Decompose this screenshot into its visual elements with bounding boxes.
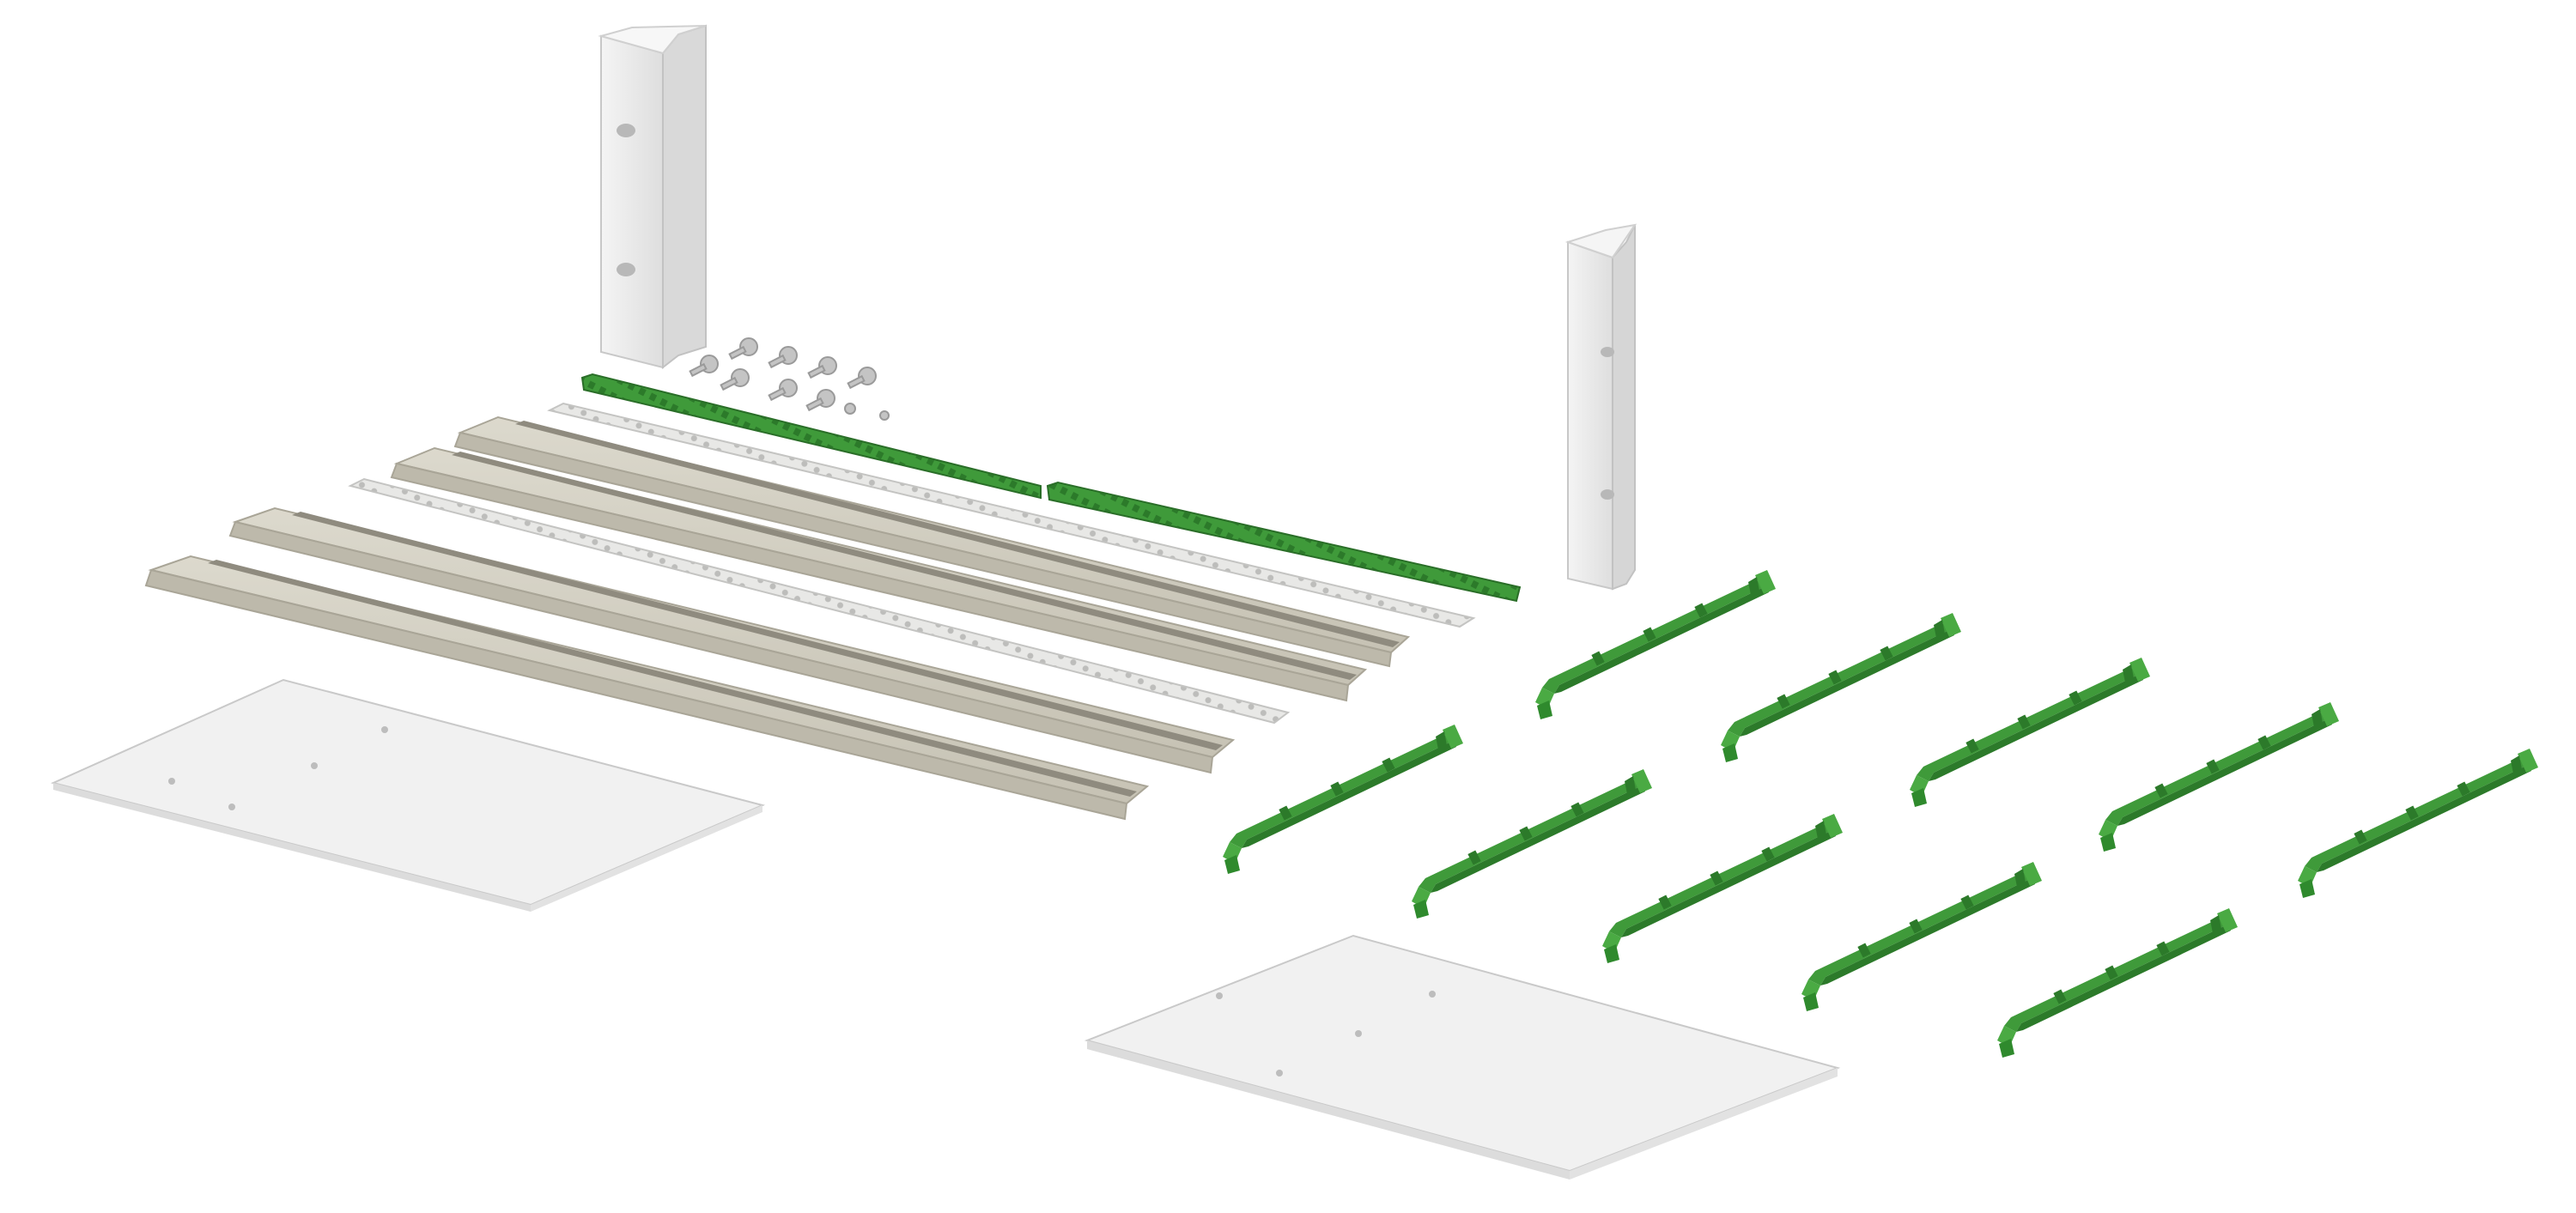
card-guide-3	[1910, 658, 2150, 807]
horizontal-rail-1	[453, 415, 1411, 668]
card-guide-6	[1223, 725, 1463, 874]
screw	[728, 337, 758, 361]
card-guide-8	[1602, 814, 1843, 963]
cover-panel-left	[50, 678, 766, 912]
card-guide-7	[1412, 769, 1652, 919]
screw	[847, 367, 877, 390]
screw	[689, 355, 719, 378]
card-guide-10	[1997, 908, 2238, 1058]
card-guide-4	[2099, 702, 2339, 852]
cover-panel-right	[1084, 934, 1841, 1180]
screw-set	[689, 337, 890, 421]
horizontal-rail-3	[228, 506, 1236, 774]
screw	[768, 346, 798, 369]
screw	[807, 356, 837, 379]
card-guide-2	[1721, 613, 1961, 762]
perforated-strip-1	[547, 402, 1476, 628]
screw	[805, 389, 835, 412]
perforated-strip-2	[348, 477, 1291, 725]
screw	[768, 379, 798, 402]
washer	[844, 403, 856, 415]
card-guide-5	[2298, 749, 2538, 898]
side-bracket-right	[1564, 223, 1637, 591]
screw	[720, 368, 750, 391]
card-guide-1	[1535, 570, 1776, 719]
green-coded-strip-1	[580, 373, 1042, 500]
card-guide-9	[1801, 862, 2042, 1011]
side-bracket-left	[598, 24, 707, 370]
washer	[879, 410, 890, 421]
horizontal-rail-2	[390, 446, 1368, 702]
green-coded-strip-2	[1046, 481, 1522, 603]
horizontal-rail-4	[144, 555, 1150, 821]
